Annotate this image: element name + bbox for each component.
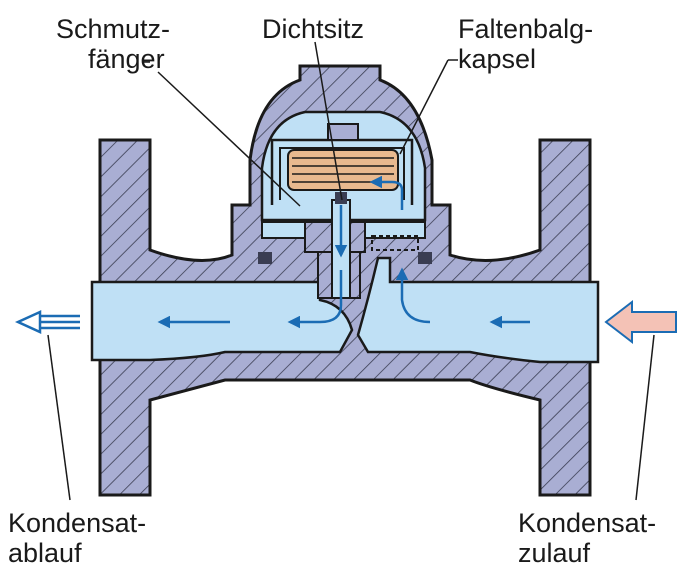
label-kondensatablauf: Kondensat- ablauf (8, 508, 146, 568)
label-schmutzfaenger-line2: fänger (88, 44, 165, 74)
label-schmutzfaenger: Schmutz- fänger (56, 14, 170, 74)
gasket-left (258, 252, 272, 264)
inlet-arrow-icon (604, 299, 677, 345)
label-kondensatzulauf-line2: zulauf (518, 538, 591, 568)
dirt-screen (371, 235, 419, 251)
flow-channel-inlet (356, 256, 600, 364)
label-schmutzfaenger-line1: Schmutz- (56, 14, 171, 44)
gasket-right (418, 252, 432, 264)
label-kondensatzulauf: Kondensat- zulauf (518, 508, 656, 568)
label-faltenbalgkapsel: Faltenbalg- kapsel (458, 14, 593, 74)
label-faltenbalgkapsel-line1: Faltenbalg- (458, 14, 594, 44)
label-kondensatzulauf-line1: Kondensat- (518, 508, 657, 538)
leader-lines (47, 41, 655, 501)
label-dichtsitz: Dichtsitz (262, 14, 365, 44)
label-kondensatablauf-line2: ablauf (8, 538, 82, 568)
label-faltenbalgkapsel-line2: kapsel (458, 44, 537, 74)
flow-arrows (157, 175, 530, 329)
outlet-arrow-icon (14, 310, 80, 334)
label-kondensatablauf-line1: Kondensat- (8, 508, 147, 538)
